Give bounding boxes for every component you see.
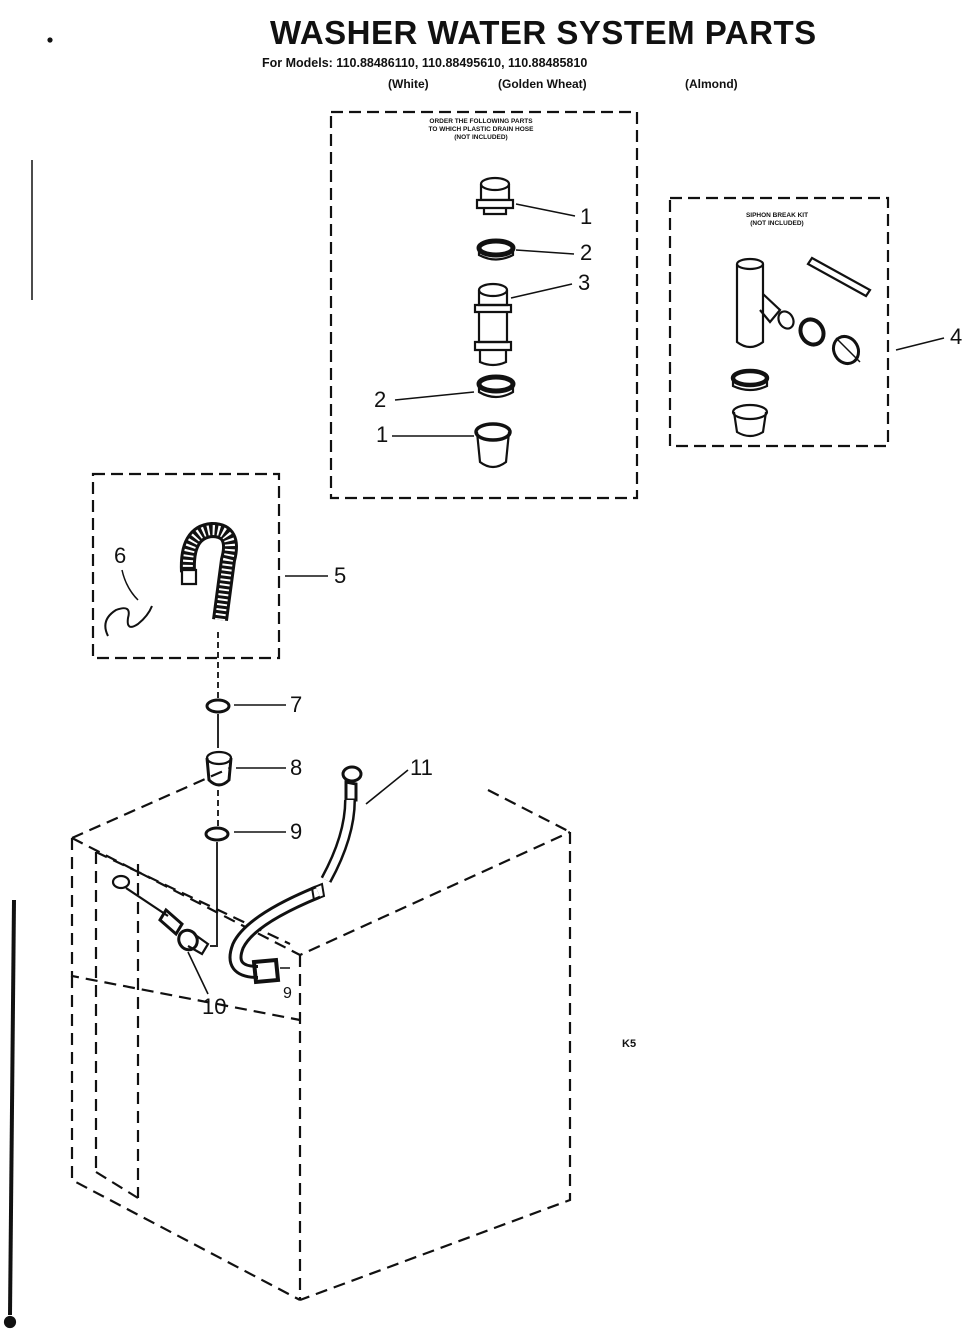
callout-9: 9: [290, 819, 303, 844]
callout-4: 4: [950, 324, 963, 349]
color-almond: (Almond): [685, 77, 738, 91]
part-3-coupling: [473, 282, 513, 367]
callout-10: 10: [202, 994, 227, 1019]
callout-6: 6: [114, 543, 127, 568]
part-1-bottom-cap: [474, 422, 512, 469]
callout-5: 5: [334, 563, 347, 588]
part-2-top-ring: [476, 238, 516, 261]
color-golden-wheat: (Golden Wheat): [498, 77, 587, 91]
siphon-kit-note-line-2: (NOT INCLUDED): [750, 220, 804, 227]
part-7-washer: [205, 698, 231, 714]
siphon-kit-note: SIPHON BREAK KIT (NOT INCLUDED): [702, 212, 852, 228]
part-2-bottom-ring: [476, 374, 516, 399]
part-10-drain-connector: [111, 874, 210, 956]
part-5-drain-hose: [179, 521, 238, 622]
hose-box: [91, 472, 281, 660]
callout-1-top: 1: [580, 204, 593, 229]
callout-11: 11: [410, 755, 433, 780]
page-title: WASHER WATER SYSTEM PARTS: [270, 14, 817, 51]
part-8-fitting: [205, 750, 233, 787]
model-numbers: For Models: 110.88486110, 110.88495610, …: [262, 56, 588, 70]
callout-3: 3: [578, 270, 591, 295]
drain-parts-note-line-3: (NOT INCLUDED): [454, 134, 508, 141]
drain-parts-note-line-1: ORDER THE FOLLOWING PARTS: [429, 118, 533, 125]
callout-1-bottom: 1: [376, 422, 389, 447]
part-11-inlet-hose: [228, 765, 363, 985]
callout-9-small: 9: [283, 985, 292, 1002]
color-white: (White): [388, 77, 429, 91]
part-6-wire-tie: [104, 605, 153, 637]
callout-2-top: 2: [580, 240, 593, 265]
siphon-kit-note-line-1: SIPHON BREAK KIT: [745, 212, 809, 219]
page-code: K5: [622, 1038, 637, 1050]
callout-2-bottom: 2: [374, 387, 387, 412]
part-4-siphon-kit: [730, 256, 872, 438]
part-1-top-cap: [475, 176, 515, 216]
drain-parts-note: ORDER THE FOLLOWING PARTS TO WHICH PLAST…: [371, 118, 591, 142]
callout-8: 8: [290, 755, 303, 780]
drain-parts-box: [329, 110, 639, 500]
washer-cabinet: [70, 766, 572, 1302]
siphon-kit-box: [668, 196, 890, 448]
drain-parts-note-line-2: TO WHICH PLASTIC DRAIN HOSE: [428, 126, 534, 133]
part-9-washer: [204, 826, 230, 842]
callout-7: 7: [290, 692, 303, 717]
